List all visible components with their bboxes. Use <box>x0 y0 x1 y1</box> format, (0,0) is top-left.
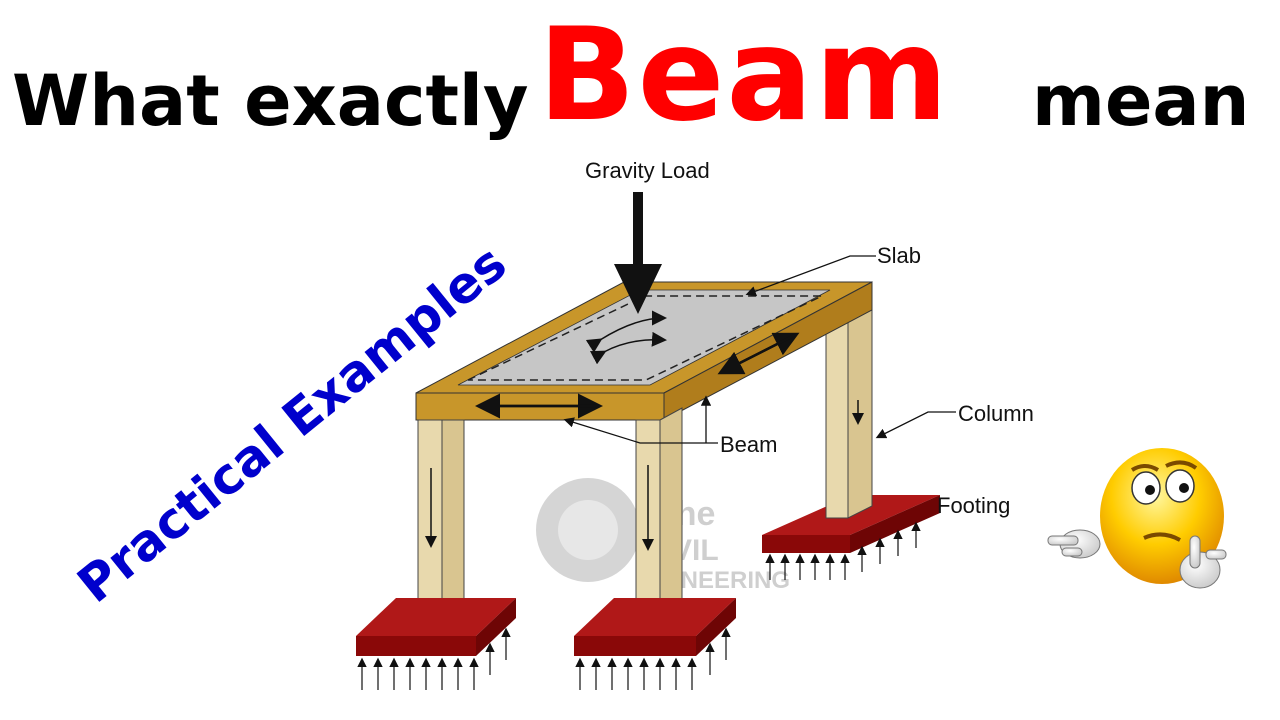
footing-front-middle <box>574 598 736 690</box>
title-part2: mean <box>1032 60 1250 142</box>
title-highlight: Beam <box>538 1 951 150</box>
label-column: Column <box>958 401 1034 426</box>
column-front-middle <box>635 407 683 621</box>
label-footing: Footing <box>937 493 1010 518</box>
label-gravity-load: Gravity Load <box>585 158 710 183</box>
title-part1: What exactly <box>12 60 529 142</box>
label-slab: Slab <box>877 243 921 268</box>
column-front-left <box>417 419 465 621</box>
gravity-load-arrow <box>614 192 662 314</box>
watermark-globe <box>536 478 640 582</box>
label-leaders <box>563 255 956 444</box>
label-beam: Beam <box>720 432 777 457</box>
column-back-right <box>825 307 873 519</box>
title-bar: What exactly Beam mean <box>0 0 1280 160</box>
slab-bending-arrows <box>585 310 667 365</box>
slab <box>415 281 873 421</box>
footing-front-left <box>356 598 516 690</box>
beam-force-arrows <box>475 332 800 419</box>
thinking-emoji-icon <box>1047 448 1227 589</box>
